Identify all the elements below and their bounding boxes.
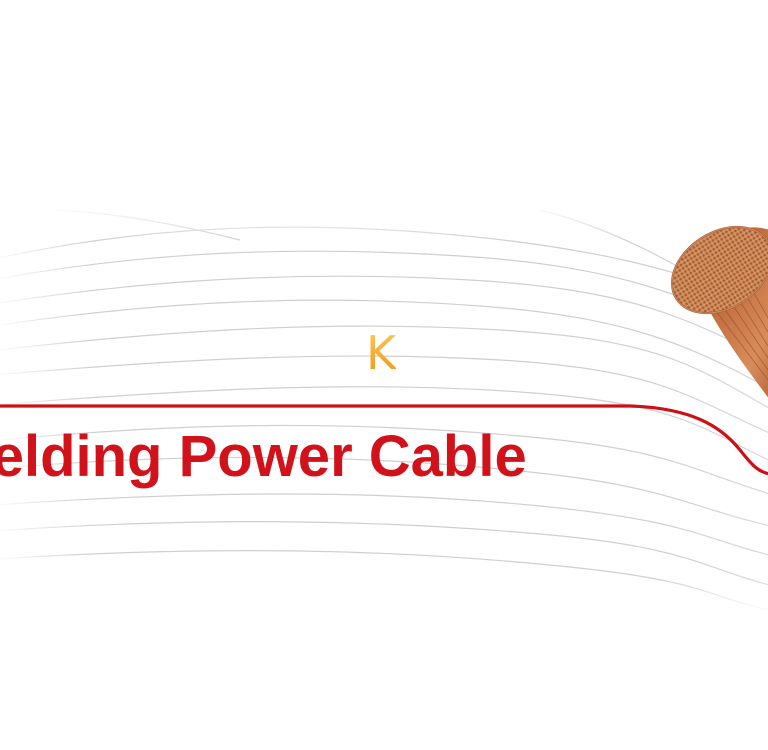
copper-cable-end-icon [670,225,768,398]
k-logo-letter: K [366,326,397,380]
banner-graphic [0,210,768,610]
wire-background [0,210,768,610]
red-underline [0,404,768,476]
headline-title: Welding Power Cable [0,424,527,489]
